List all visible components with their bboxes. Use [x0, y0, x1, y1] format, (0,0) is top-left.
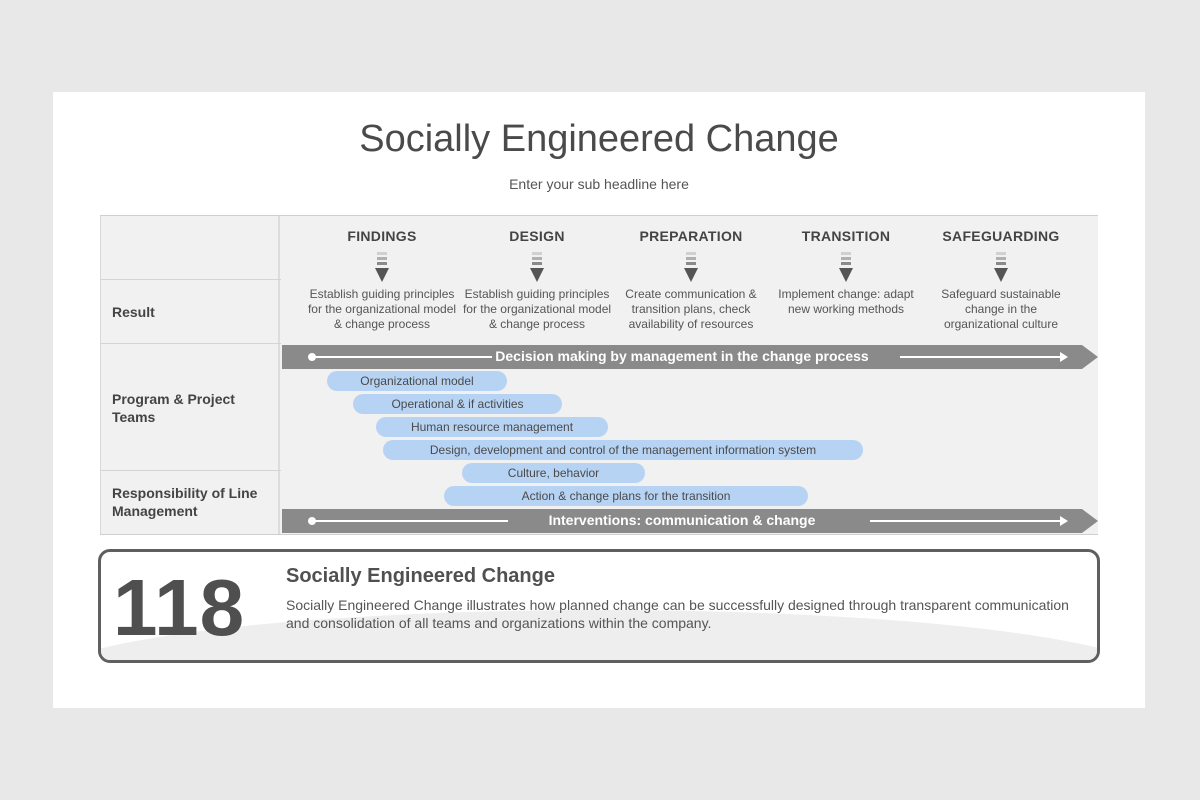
phase-description: Establish guiding principles for the org… [462, 287, 612, 331]
arrow-right-icon [1060, 516, 1068, 526]
slide-number: 118 [113, 563, 246, 652]
phase-transition: TRANSITION Implement change: adapt new w… [771, 228, 921, 317]
phase-preparation: PREPARATION Create communication & trans… [616, 228, 766, 332]
activity-pill: Culture, behavior [462, 463, 645, 483]
down-arrow-icon [994, 252, 1008, 282]
info-box: 118 Socially Engineered Change Socially … [98, 549, 1100, 663]
row-divider [101, 343, 281, 344]
info-description: Socially Engineered Change illustrates h… [286, 597, 1069, 631]
band-label: Interventions: communication & change [548, 512, 816, 528]
row-divider [101, 279, 281, 280]
row-labels-column: Result Program & Project Teams Responsib… [100, 216, 281, 534]
phase-heading: TRANSITION [801, 228, 891, 244]
activity-pill: Operational & if activities [353, 394, 562, 414]
phase-heading: FINDINGS [347, 228, 417, 244]
phase-heading: SAFEGUARDING [942, 228, 1060, 244]
activity-pill: Human resource management [376, 417, 608, 437]
down-arrow-icon [839, 252, 853, 282]
page-title: Socially Engineered Change [359, 118, 839, 160]
phase-description: Implement change: adapt new working meth… [778, 287, 914, 316]
page-subtitle: Enter your sub headline here [509, 176, 689, 192]
activity-pill: Action & change plans for the transition [444, 486, 808, 506]
down-arrow-icon [684, 252, 698, 282]
phase-description: Create communication & transition plans,… [625, 287, 757, 331]
activity-pill: Organizational model [327, 371, 507, 391]
down-arrow-icon [530, 252, 544, 282]
phase-heading: DESIGN [509, 228, 565, 244]
change-table: Result Program & Project Teams Responsib… [100, 215, 1098, 535]
row-label-program-teams: Program & Project Teams [112, 391, 235, 425]
decision-making-band: Decision making by management in the cha… [282, 345, 1098, 369]
phase-safeguarding: SAFEGUARDING Safeguard sustainable chang… [926, 228, 1076, 332]
band-label: Decision making by management in the cha… [495, 348, 869, 364]
row-label-result: Result [112, 304, 155, 320]
arrow-right-icon [1060, 352, 1068, 362]
slide: Socially Engineered Change Enter your su… [53, 92, 1145, 708]
interventions-band: Interventions: communication & change [282, 509, 1098, 533]
down-arrow-icon [375, 252, 389, 282]
activity-pill: Design, development and control of the m… [383, 440, 863, 460]
phase-heading: PREPARATION [639, 228, 743, 244]
phase-design: DESIGN Establish guiding principles for … [462, 228, 612, 332]
info-title: Socially Engineered Change [286, 565, 555, 587]
phase-findings: FINDINGS Establish guiding principles fo… [307, 228, 457, 332]
row-label-line-management: Responsibility of Line Management [112, 485, 258, 519]
row-divider [101, 470, 281, 471]
phase-description: Safeguard sustainable change in the orga… [941, 287, 1061, 331]
phase-description: Establish guiding principles for the org… [307, 287, 457, 331]
